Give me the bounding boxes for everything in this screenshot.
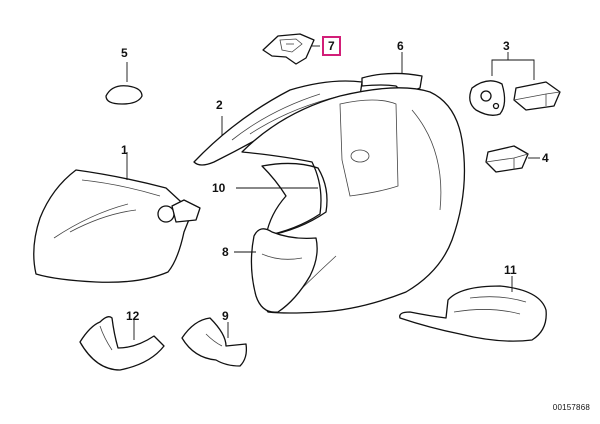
part-10-eye-trim [261,162,328,237]
callout-10: 10 [212,181,226,195]
document-number: 00157868 [552,403,590,412]
callout-4: 4 [542,151,549,165]
callout-11: 11 [504,263,517,277]
part-8-chin-guard [250,228,318,313]
leader-lines [126,45,540,340]
part-5-pad [105,85,143,105]
part-1-visor-shield [33,169,201,283]
part-7-top-vent [262,33,315,65]
part-11-liner-pad [399,285,547,342]
callout-5: 5 [121,46,128,60]
part-12-neck-curtain [79,316,165,371]
callout-8: 8 [222,245,229,259]
callout-1: 1 [121,143,128,157]
callout-6: 6 [397,39,404,53]
callout-9: 9 [222,309,229,323]
callout-7: 7 [322,36,341,56]
callout-3: 3 [503,39,510,53]
part-3-vent-kit [469,80,561,116]
part-4-block [485,145,529,173]
callout-2: 2 [216,98,223,112]
callout-12: 12 [126,309,140,323]
part-9-cheek-pad [181,317,248,367]
